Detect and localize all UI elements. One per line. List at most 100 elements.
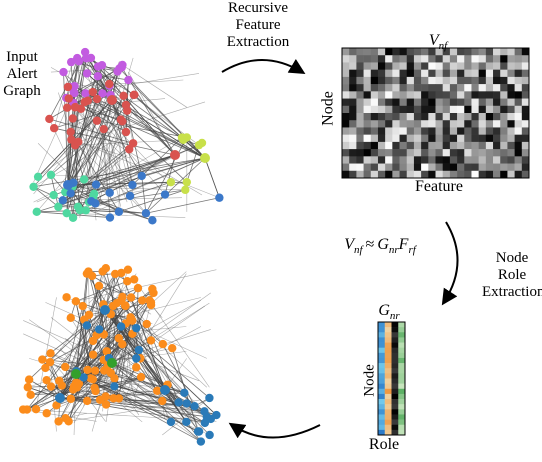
matrix-cell — [406, 48, 415, 56]
graph-edge — [78, 380, 142, 384]
graph-edge — [122, 300, 202, 345]
matrix-cell — [356, 62, 364, 70]
matrix-cell — [399, 163, 408, 172]
graph-node — [80, 97, 89, 107]
matrix-cell — [478, 62, 487, 70]
graph-edge — [33, 145, 76, 195]
matrix-cell — [370, 141, 379, 150]
matrix-cell — [385, 170, 393, 179]
matrix-cell — [342, 149, 350, 157]
matrix-cell — [342, 69, 350, 78]
graph-edge — [88, 314, 153, 324]
graph-node — [128, 180, 137, 190]
role-colored-graph — [18, 264, 221, 446]
matrix-cell — [385, 156, 393, 164]
matrix-cell — [514, 170, 523, 179]
matrix-cell — [435, 134, 443, 143]
graph-node — [49, 190, 58, 200]
matrix-cell — [363, 62, 372, 70]
matrix-cell — [399, 127, 408, 135]
matrix-cell — [507, 105, 515, 114]
matrix-cell — [471, 120, 479, 128]
matrix-cell — [356, 113, 364, 121]
matrix-cell — [428, 48, 436, 56]
graph-node — [66, 57, 76, 67]
matrix-cell — [521, 69, 530, 78]
graph-edge — [33, 186, 59, 208]
matrix-cell — [521, 105, 530, 114]
matrix-cell — [356, 127, 364, 135]
matrix-cell — [370, 69, 379, 78]
matrix-cell — [521, 62, 530, 70]
role-cell — [378, 368, 386, 374]
matrix-cell — [385, 98, 393, 107]
graph-edge — [85, 58, 122, 120]
role-cell — [384, 357, 392, 364]
graph-node — [82, 269, 92, 278]
matrix-cell — [457, 91, 465, 99]
feature-matrix-vnf — [341, 47, 530, 179]
matrix-cell — [457, 163, 465, 172]
matrix-cell — [356, 156, 364, 164]
matrix-cell — [471, 163, 479, 172]
matrix-cell — [435, 98, 443, 107]
matrix-cell — [428, 156, 436, 164]
matrix-cell — [413, 163, 422, 172]
role-cell — [384, 368, 392, 374]
graph-node — [158, 396, 167, 406]
matrix-cell — [478, 55, 487, 63]
graph-edge — [58, 154, 176, 208]
matrix-cell — [392, 105, 400, 114]
graph-node — [170, 150, 180, 160]
matrix-cell — [521, 113, 530, 121]
role-cell — [398, 342, 406, 348]
matrix-cell — [356, 84, 364, 92]
matrix-cell — [370, 170, 379, 179]
graph-node — [132, 323, 141, 333]
matrix-cell — [413, 134, 422, 143]
recursive-feature-extraction-label: Recursive Feature Extraction — [226, 0, 290, 50]
matrix-cell — [413, 141, 422, 150]
matrix-cell — [435, 48, 443, 56]
matrix-cell — [413, 48, 422, 56]
graph-node — [166, 417, 176, 427]
graph-edge — [65, 57, 78, 99]
graph-node — [101, 392, 110, 401]
role-cell — [378, 327, 386, 333]
matrix-cell — [342, 48, 350, 56]
matrix-cell — [507, 69, 515, 78]
matrix-cell — [413, 55, 422, 63]
matrix-cell — [435, 76, 443, 85]
matrix-cell — [471, 134, 479, 143]
matrix-cell — [464, 156, 472, 164]
matrix-cell — [500, 127, 508, 135]
matrix-cell — [500, 76, 508, 85]
matrix-cell — [485, 120, 494, 128]
matrix-cell — [413, 156, 422, 164]
matrix-cell — [493, 141, 501, 150]
role-cell — [378, 332, 386, 338]
matrix-cell — [464, 69, 472, 78]
matrix-cell — [442, 55, 451, 63]
matrix-cell — [421, 163, 429, 172]
graph-edge — [73, 387, 95, 424]
input-alert-graph-label: Input Alert Graph — [3, 49, 41, 99]
matrix-cell — [399, 156, 408, 164]
role-cell — [398, 368, 406, 374]
graph-node — [94, 325, 104, 334]
matrix-cell — [500, 105, 508, 114]
role-cell — [384, 419, 392, 426]
matrix-cell — [449, 91, 458, 99]
matrix-cell — [457, 134, 465, 143]
graph-node — [193, 427, 203, 436]
role-cell — [384, 332, 392, 338]
matrix-cell — [356, 163, 364, 172]
matrix-cell — [471, 84, 479, 92]
matrix-cell — [485, 149, 494, 157]
graph-node — [129, 275, 139, 284]
matrix-cell — [457, 113, 465, 121]
matrix-cell — [507, 84, 515, 92]
graph-node — [110, 382, 119, 391]
matrix-cell — [413, 91, 422, 99]
matrix-cell — [442, 120, 451, 128]
